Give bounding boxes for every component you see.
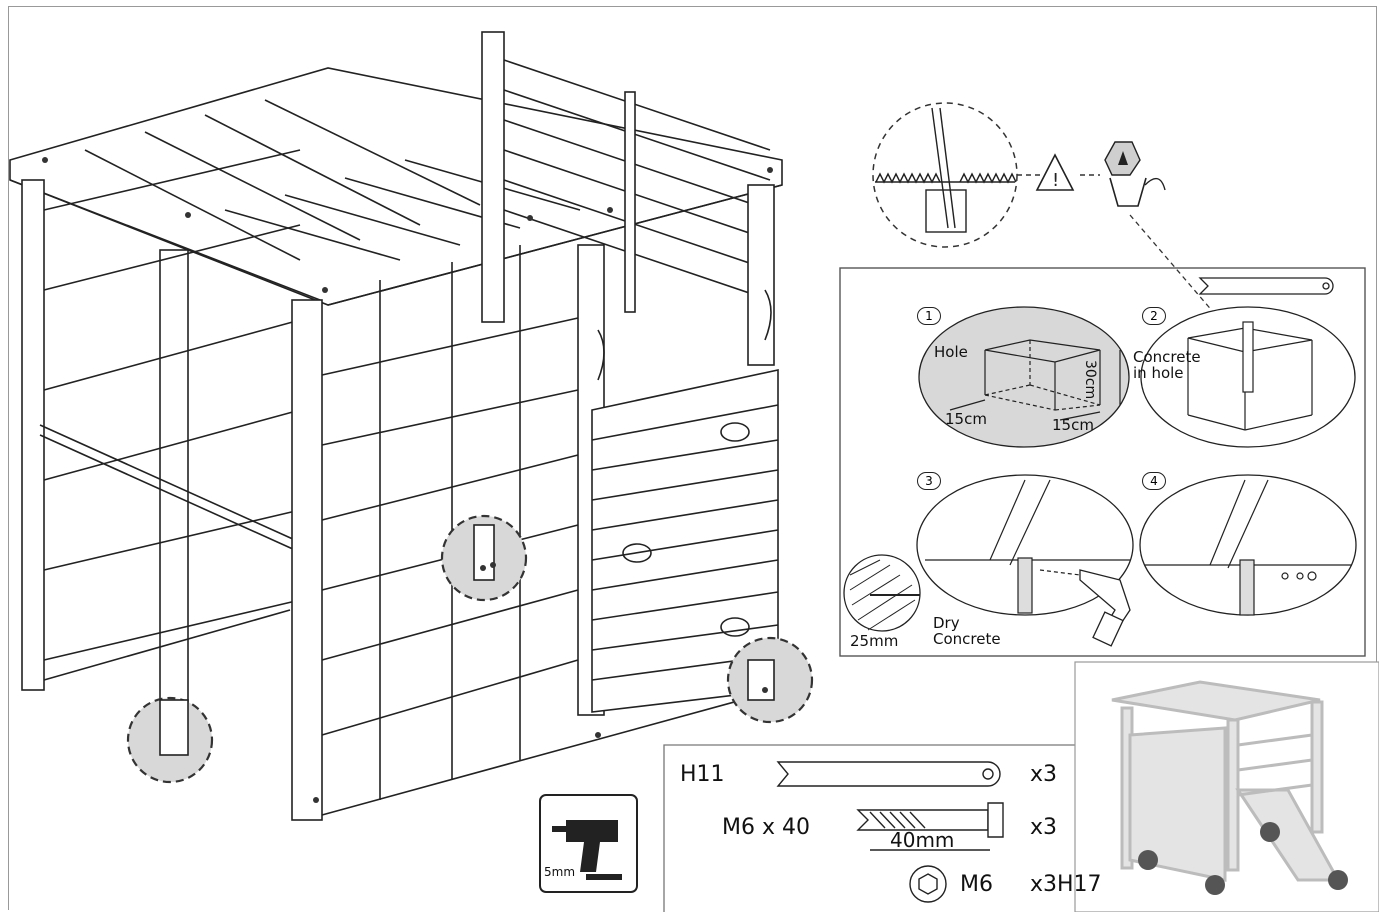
- warning-triangle-icon: [1035, 153, 1075, 191]
- bracket-qty: x3: [1030, 762, 1058, 787]
- assembled-frame-thumbnail: [1111, 680, 1341, 882]
- nut-icon: [909, 865, 947, 903]
- concrete-in-hole-label: Concrete in hole: [1133, 348, 1201, 382]
- hole-label: Hole: [934, 343, 968, 361]
- bracket-code: H11: [680, 762, 725, 787]
- bolt-qty: x3: [1030, 815, 1058, 840]
- h11-bracket-icon: [776, 761, 1001, 787]
- bolt-code: M6 x 40: [722, 815, 810, 840]
- cable-detector-icon: [1104, 141, 1166, 207]
- length-dimension: 15cm: [1052, 416, 1094, 434]
- step-2-number: 2: [1142, 307, 1166, 325]
- nut-qty: x3H17: [1030, 872, 1102, 897]
- dry-concrete-label: Dry Concrete: [933, 614, 1001, 648]
- h11-bracket-top: [1198, 277, 1334, 295]
- step-1-number: 1: [917, 307, 941, 325]
- drill-in-step-3: [1079, 569, 1131, 647]
- width-dimension: 15cm: [945, 410, 987, 428]
- step-3-number: 3: [917, 472, 941, 490]
- drill-icon: [552, 820, 622, 880]
- drill-bit-size: 5mm: [544, 865, 576, 879]
- nut-code: M6: [960, 872, 993, 897]
- bolt-icon: [856, 802, 1004, 838]
- gap-dimension: 25mm: [850, 632, 899, 650]
- bolt-length: 40mm: [890, 828, 955, 852]
- depth-dimension: 30cm: [1082, 360, 1098, 400]
- page-frame: [8, 6, 1377, 910]
- step-4-number: 4: [1142, 472, 1166, 490]
- svg-text:!: !: [1052, 170, 1059, 191]
